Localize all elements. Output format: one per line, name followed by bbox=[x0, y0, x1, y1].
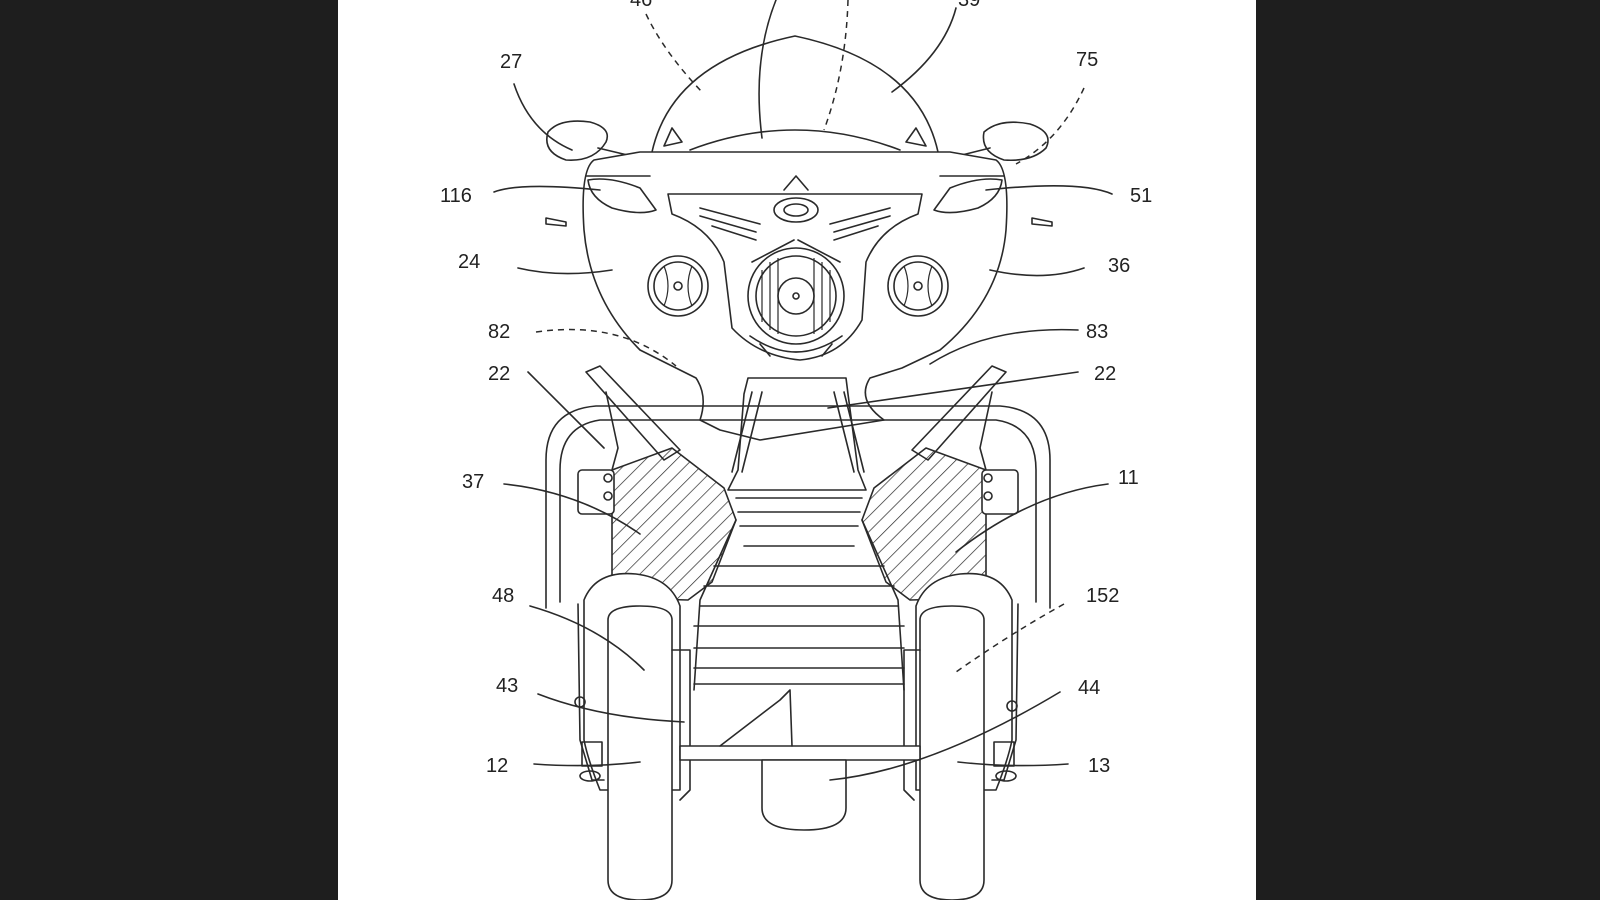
ref-46: 46 bbox=[630, 0, 652, 11]
ref-36: 36 bbox=[1108, 255, 1130, 277]
ref-51: 51 bbox=[1130, 185, 1152, 207]
right-wheel bbox=[903, 605, 985, 900]
ref-83: 83 bbox=[1086, 321, 1108, 343]
axle-and-rear-wheel bbox=[679, 689, 921, 831]
ref-27: 27 bbox=[500, 51, 522, 73]
letterbox-left bbox=[0, 0, 338, 900]
ref-37: 37 bbox=[462, 471, 484, 493]
right-aux-light bbox=[887, 255, 949, 317]
reference-numerals: 46 39 27 75 116 51 24 36 82 83 22 22 37 … bbox=[440, 0, 1152, 777]
front-fairing bbox=[582, 151, 1008, 441]
ref-22-left: 22 bbox=[488, 363, 510, 385]
left-turn-signal bbox=[587, 178, 657, 214]
ref-11: 11 bbox=[1118, 467, 1139, 489]
headlight-panel bbox=[667, 193, 923, 361]
leader-lines bbox=[493, 0, 1113, 781]
ref-152: 152 bbox=[1086, 585, 1119, 607]
main-headlight bbox=[747, 247, 845, 357]
ref-22-right: 22 bbox=[1094, 363, 1116, 385]
ref-44: 44 bbox=[1078, 677, 1100, 699]
center-grille bbox=[693, 497, 905, 691]
ref-116: 116 bbox=[440, 185, 472, 207]
left-aux-light bbox=[647, 255, 709, 317]
ref-39: 39 bbox=[958, 0, 980, 11]
ref-75: 75 bbox=[1076, 49, 1098, 71]
ref-48: 48 bbox=[492, 585, 514, 607]
left-wheel bbox=[607, 605, 691, 900]
crash-bar bbox=[545, 405, 1051, 609]
ref-12: 12 bbox=[486, 755, 508, 777]
ref-43: 43 bbox=[496, 675, 518, 697]
ref-82: 82 bbox=[488, 321, 510, 343]
ref-24: 24 bbox=[458, 251, 480, 273]
right-turn-signal bbox=[933, 178, 1003, 214]
right-radiator bbox=[861, 391, 993, 601]
windshield bbox=[651, 35, 939, 153]
letterbox-right bbox=[1256, 0, 1600, 900]
ref-13: 13 bbox=[1088, 755, 1110, 777]
